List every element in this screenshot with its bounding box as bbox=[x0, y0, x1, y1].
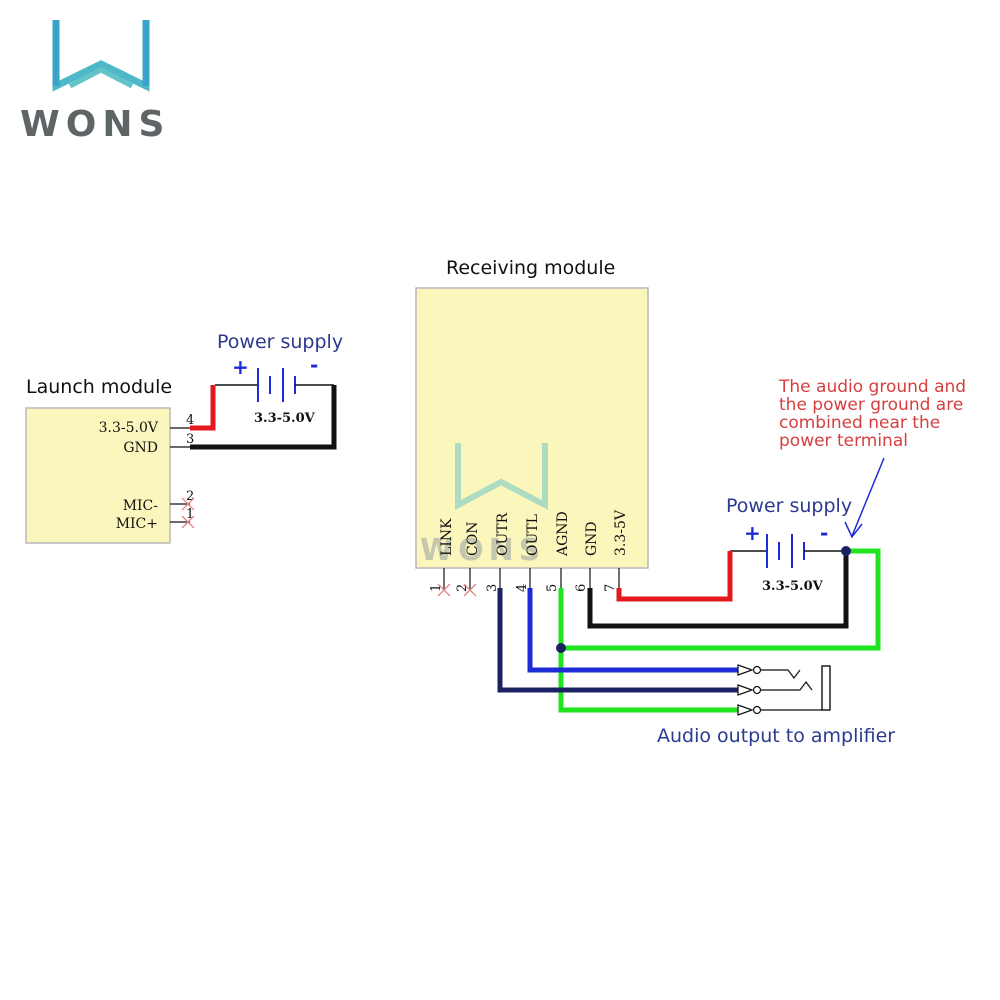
launch-pin-name: GND bbox=[123, 440, 158, 456]
battery-icon bbox=[215, 368, 334, 402]
receiver-pin-name: CON bbox=[465, 522, 481, 556]
minus-sign: - bbox=[820, 521, 828, 545]
ground-note-line: the power ground are bbox=[779, 395, 963, 415]
launch-pin-number: 3 bbox=[186, 432, 194, 447]
receiver-pin-name: OUTL bbox=[525, 514, 541, 556]
no-connect-mark bbox=[463, 583, 477, 597]
launch-pin-name: 3.3-5.0V bbox=[99, 420, 159, 436]
launch-pin-number: 2 bbox=[186, 489, 194, 504]
launch-power-supply-label: Power supply bbox=[217, 331, 343, 353]
receiver-pin-number: 4 bbox=[515, 584, 530, 592]
no-connect-mark bbox=[437, 583, 451, 597]
no-connect-mark bbox=[181, 515, 195, 529]
receiver-pin-name: OUTR bbox=[495, 512, 511, 556]
receiver-power-supply-label: Power supply bbox=[726, 495, 852, 517]
receiver-pin-name: 3.3-5V bbox=[613, 509, 629, 556]
junction-dot bbox=[841, 546, 851, 556]
ground-note-line: power terminal bbox=[779, 431, 908, 451]
launch-pin-number: 1 bbox=[186, 507, 194, 522]
launch-module-title: Launch module bbox=[26, 376, 172, 398]
launch-pin-number: 4 bbox=[186, 413, 194, 428]
audio-jack-icon bbox=[737, 664, 831, 716]
no-connect-mark bbox=[181, 497, 195, 511]
wire-black-receiver bbox=[587, 551, 849, 629]
receiver-pin-number: 2 bbox=[455, 584, 470, 592]
ground-note-line: The audio ground and bbox=[778, 377, 966, 397]
plus-sign: + bbox=[744, 521, 761, 545]
wire-black-launch bbox=[190, 385, 337, 450]
watermark-text: WONS bbox=[420, 533, 545, 568]
receiver-pin-name: AGND bbox=[555, 511, 571, 557]
launch-voltage-label: 3.3-5.0V bbox=[254, 411, 316, 426]
receiving-module-title: Receiving module bbox=[446, 257, 615, 279]
junction-dot bbox=[556, 643, 566, 653]
receiver-pin-number: 3 bbox=[485, 584, 500, 592]
receiver-pin-name: GND bbox=[584, 521, 600, 556]
w-watermark-icon bbox=[455, 443, 548, 511]
logo-text: WONS bbox=[20, 104, 170, 145]
ground-note-line: combined near the bbox=[779, 413, 940, 433]
wire-navy-outr bbox=[497, 588, 738, 693]
receiving-module-box bbox=[415, 287, 649, 569]
receiver-voltage-label: 3.3-5.0V bbox=[762, 579, 824, 594]
wire-blue-outl bbox=[527, 588, 738, 673]
audio-output-label: Audio output to amplifier bbox=[657, 725, 895, 747]
receiver-pin-number: 5 bbox=[545, 584, 560, 592]
note-arrow-icon bbox=[844, 457, 885, 539]
wire-red-receiver bbox=[616, 551, 733, 602]
receiver-pin-number: 1 bbox=[429, 584, 444, 592]
minus-sign: - bbox=[310, 353, 318, 377]
w-logo-icon bbox=[52, 20, 150, 92]
launch-pin-name: MIC+ bbox=[116, 516, 158, 532]
launch-pin-name: MIC- bbox=[123, 498, 159, 514]
wire-red-launch bbox=[190, 385, 216, 431]
receiver-pin-number: 7 bbox=[603, 584, 618, 592]
receiver-pin-number: 6 bbox=[574, 584, 589, 592]
wire-green-ground-link bbox=[561, 548, 881, 651]
receiver-pin-name: LINK bbox=[439, 518, 455, 556]
wire-green-agnd bbox=[558, 588, 738, 713]
plus-sign: + bbox=[232, 355, 249, 379]
launch-module-box bbox=[25, 407, 171, 544]
battery-icon bbox=[730, 534, 846, 568]
